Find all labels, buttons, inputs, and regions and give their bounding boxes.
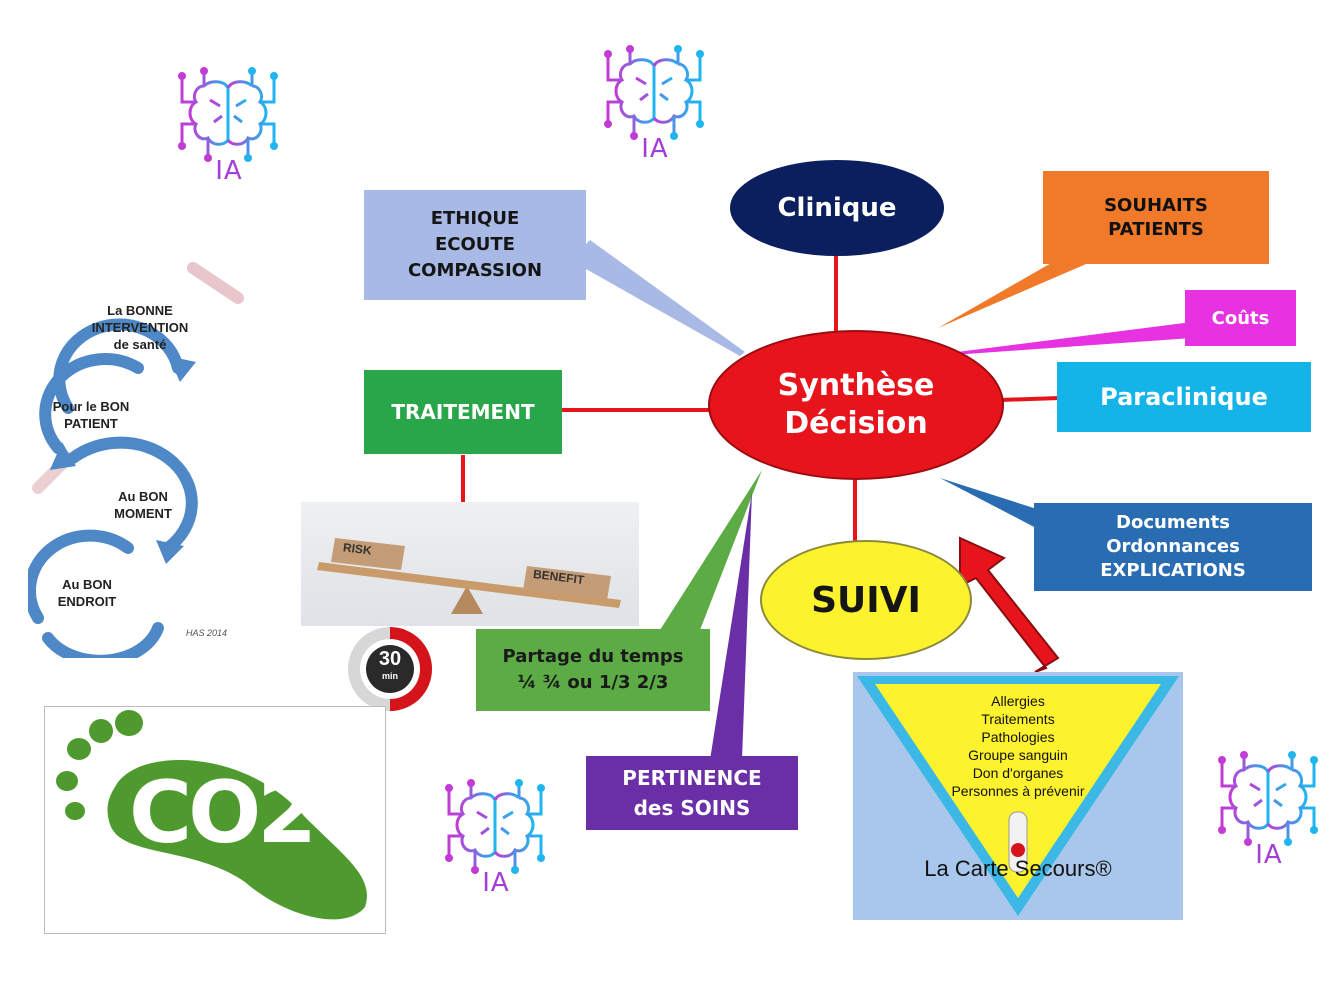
center-label: Synthèse Décision [777, 368, 935, 441]
node-traitement-label: TRAITEMENT [391, 400, 535, 424]
carte-item: Allergies [991, 693, 1045, 709]
node-partage-du-temps: Partage du temps ¼ ¾ ou 1/3 2/3 [476, 629, 710, 711]
node-ethique-label: ETHIQUE ECOUTE COMPASSION [407, 208, 543, 281]
risk-benefit-image: RISK BENEFIT [301, 502, 639, 626]
ai-brain-icon [604, 45, 704, 140]
node-documents-label: Documents Ordonnances EXPLICATIONS [1100, 512, 1246, 581]
node-clinique: Clinique [730, 160, 944, 256]
cycle-arrows-icon [24, 262, 244, 667]
carte-item: Pathologies [981, 729, 1055, 745]
cycle-step-1: La BONNE INTERVENTION de santé [91, 303, 189, 352]
ia-icon-4: IA [1214, 750, 1324, 880]
carte-item: Don d'organes [972, 765, 1064, 781]
ai-brain-icon [445, 779, 545, 874]
ia-icon-2: IA [600, 44, 710, 174]
node-souhaits-patients: SOUHAITS PATIENTS [1043, 171, 1269, 264]
ai-brain-icon [178, 67, 278, 162]
carte-secours-panel: Allergies Traitements Pathologies Groupe… [853, 672, 1183, 920]
stopwatch-icon [348, 627, 432, 711]
co2-label: CO2 [129, 763, 317, 863]
ia-icon-3: IA [441, 778, 551, 908]
ia-label: IA [215, 156, 243, 186]
cycle-source: HAS 2014 [186, 628, 228, 638]
node-ethique: ETHIQUE ECOUTE COMPASSION [364, 190, 586, 300]
node-traitement: TRAITEMENT [364, 370, 562, 454]
red-arrow-icon [959, 536, 1060, 673]
carte-title: La Carte Secours® [924, 856, 1112, 881]
ai-brain-icon [1218, 751, 1318, 846]
node-pertinence-label: PERTINENCE des SOINS [622, 766, 762, 820]
carte-items: Allergies Traitements Pathologies Groupe… [913, 692, 1123, 800]
cycle-diagram: La BONNE INTERVENTION de santé Pour le B… [24, 258, 278, 667]
warning-triangle-icon [857, 676, 1179, 916]
node-clinique-label: Clinique [777, 193, 897, 223]
ia-icon-1: IA [174, 66, 284, 196]
footprint-icon [56, 710, 367, 920]
node-suivi-label: SUIVI [811, 579, 921, 621]
cycle-step-4: Au BON ENDROIT [57, 577, 117, 609]
ia-label: IA [641, 134, 669, 164]
co2-footprint-image: CO2 [44, 706, 386, 934]
node-paraclinique-label: Paraclinique [1100, 383, 1268, 411]
node-partage-label: Partage du temps ¼ ¾ ou 1/3 2/3 [502, 646, 684, 693]
center-node-synthese: Synthèse Décision [708, 330, 1004, 480]
timer-value: 30 [378, 648, 402, 670]
node-pertinence: PERTINENCE des SOINS [586, 756, 798, 830]
timer-unit: min [381, 671, 398, 681]
cycle-step-2: Pour le BON PATIENT [52, 399, 130, 431]
node-suivi: SUIVI [760, 540, 972, 660]
carte-item: Personnes à prévenir [951, 783, 1085, 799]
node-documents: Documents Ordonnances EXPLICATIONS [1034, 503, 1312, 591]
node-souhaits-label: SOUHAITS PATIENTS [1104, 194, 1208, 240]
ia-label: IA [1255, 840, 1283, 870]
node-couts: Coûts [1185, 290, 1296, 346]
carte-item: Groupe sanguin [968, 747, 1068, 763]
node-couts-label: Coûts [1211, 307, 1270, 329]
cycle-step-3: Au BON MOMENT [114, 489, 172, 521]
ia-label: IA [482, 868, 510, 898]
node-paraclinique: Paraclinique [1057, 362, 1311, 432]
carte-item: Traitements [981, 711, 1055, 727]
timer-30-min: 30 min [322, 624, 454, 714]
seesaw-icon [317, 538, 621, 614]
